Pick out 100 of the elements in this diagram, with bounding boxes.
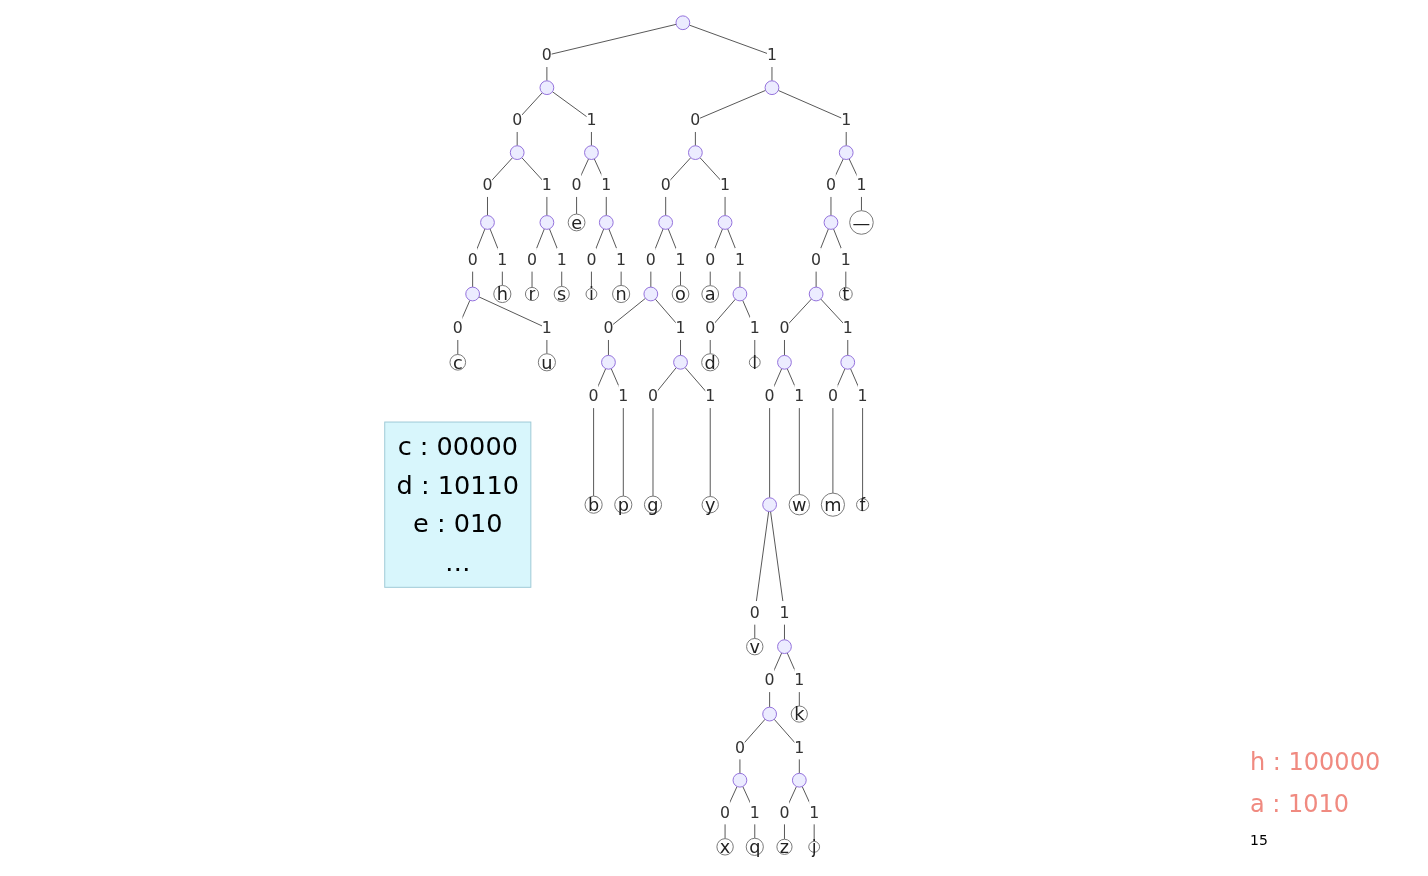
node-circle: q xyxy=(745,837,764,856)
connector xyxy=(709,298,736,355)
connector xyxy=(650,228,664,288)
node-circle: s xyxy=(553,285,570,303)
node-point xyxy=(762,706,777,722)
node-circle: k xyxy=(790,705,808,723)
connector xyxy=(521,157,548,217)
edge-label: 1 xyxy=(618,386,629,406)
node-point xyxy=(808,286,824,302)
node-point xyxy=(732,772,748,788)
edge-label: 0 xyxy=(571,175,582,194)
node-point xyxy=(584,145,599,160)
node-circle: z xyxy=(776,838,793,855)
edge-label: 1 xyxy=(794,737,805,757)
connector xyxy=(832,368,846,494)
edge-label: 1 xyxy=(749,802,760,822)
edge-label: 0 xyxy=(588,386,599,406)
node-point xyxy=(673,354,688,370)
node-circle: b xyxy=(584,495,603,514)
connector xyxy=(546,23,677,82)
node-point xyxy=(791,772,807,788)
connector xyxy=(576,158,590,215)
node-circle: o xyxy=(671,285,690,303)
connector xyxy=(724,786,738,840)
edge-label: 0 xyxy=(527,250,538,269)
connector xyxy=(773,718,800,774)
edge-label: 0 xyxy=(586,250,597,269)
node-circle: t xyxy=(838,287,853,301)
edge-label: 1 xyxy=(705,386,716,406)
node-point xyxy=(762,497,777,513)
edge-label: 0 xyxy=(720,802,731,822)
connector xyxy=(654,298,681,356)
connector xyxy=(688,24,773,82)
connector xyxy=(684,367,711,497)
connector xyxy=(769,368,783,499)
node-point xyxy=(598,215,614,230)
connector xyxy=(478,296,548,355)
node-circle: v xyxy=(746,638,764,656)
node-circle: n xyxy=(612,284,631,304)
node-point xyxy=(717,215,733,230)
edge-label: 1 xyxy=(497,250,508,269)
connector xyxy=(777,89,847,147)
node-circle: f xyxy=(856,498,870,512)
node-box: c : 00000 d : 10110 e : 010 … xyxy=(384,421,532,588)
node-point xyxy=(643,286,659,302)
edge-label: 0 xyxy=(690,110,701,130)
node-point xyxy=(601,354,616,370)
edge-label: 0 xyxy=(512,110,523,130)
connector xyxy=(820,298,849,356)
node-point xyxy=(823,215,839,230)
edge-label: 0 xyxy=(482,175,493,194)
edge-label: 0 xyxy=(779,318,790,337)
connector xyxy=(739,718,766,774)
node-circle: r xyxy=(524,286,540,302)
node-circle: d xyxy=(701,353,720,372)
node-point xyxy=(840,354,856,370)
edge-label: 1 xyxy=(720,175,731,194)
connector xyxy=(709,228,723,287)
connector xyxy=(769,652,783,708)
edge-label: 0 xyxy=(705,318,716,337)
edge-label: 0 xyxy=(645,250,656,269)
connector xyxy=(754,511,770,639)
node-point xyxy=(465,286,480,302)
connector xyxy=(850,368,864,500)
node-point xyxy=(777,354,792,370)
handwritten-note: a : 1010 xyxy=(1250,790,1351,818)
node-circle: x xyxy=(716,838,734,856)
connector xyxy=(593,368,607,497)
node-point xyxy=(688,145,703,160)
edge-label: 0 xyxy=(764,386,775,406)
node-circle: w xyxy=(788,494,810,516)
edge-label: 0 xyxy=(827,386,838,406)
edge-label: 1 xyxy=(794,386,805,406)
edge-label: 1 xyxy=(749,318,760,337)
connector xyxy=(472,228,486,288)
node-point xyxy=(539,215,555,230)
connector xyxy=(457,299,471,355)
node-point xyxy=(777,639,792,655)
node-circle: i xyxy=(585,288,598,300)
edge-label: 1 xyxy=(840,250,851,269)
edge-label: 0 xyxy=(734,737,745,757)
edge-label: 0 xyxy=(825,175,836,194)
connector xyxy=(607,297,646,356)
node-circle: g xyxy=(643,495,663,514)
edge-label: 0 xyxy=(705,250,716,269)
node-point xyxy=(838,145,854,160)
node-circle: u xyxy=(537,353,556,372)
node-circle: p xyxy=(614,495,633,514)
connector xyxy=(786,368,800,495)
connector xyxy=(770,511,785,641)
handwritten-note: h : 100000 xyxy=(1250,748,1382,776)
edge-label: 1 xyxy=(841,110,852,130)
node-circle: e xyxy=(567,213,586,232)
node-point xyxy=(509,145,525,160)
node-circle: m xyxy=(820,492,845,517)
connector xyxy=(610,368,624,497)
node-circle: a xyxy=(701,285,720,303)
edge-label: 0 xyxy=(660,175,671,194)
edge-label: 0 xyxy=(779,802,790,822)
edge-label: 1 xyxy=(675,318,686,337)
